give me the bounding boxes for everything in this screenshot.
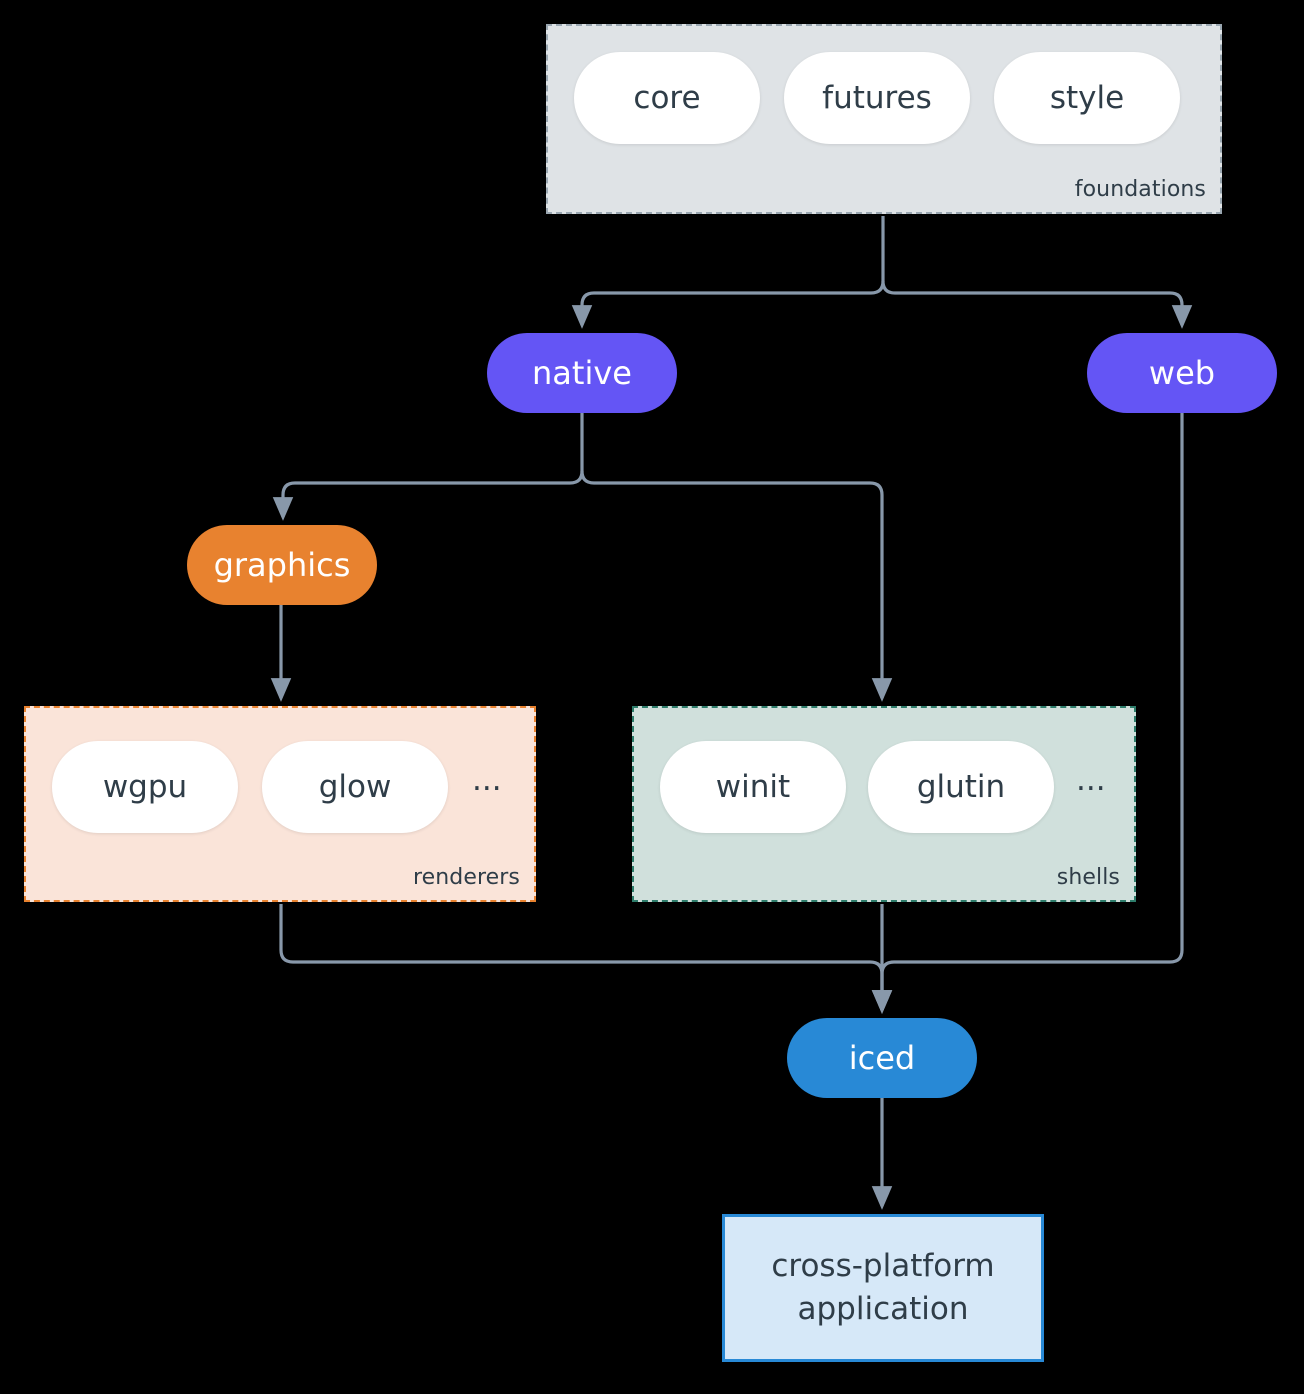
leaf-glow[interactable]: glow bbox=[262, 741, 448, 833]
leaf-winit[interactable]: winit bbox=[660, 741, 846, 833]
cluster-foundations: core futures style foundations bbox=[546, 24, 1222, 214]
leaf-core[interactable]: core bbox=[574, 52, 760, 144]
edge-native-shells bbox=[580, 470, 893, 702]
cluster-shells: winit glutin ... shells bbox=[632, 706, 1136, 902]
node-iced[interactable]: iced bbox=[787, 1018, 977, 1098]
shells-ellipsis: ... bbox=[1076, 761, 1106, 798]
renderers-member-row: wgpu glow ... bbox=[52, 734, 502, 840]
node-native[interactable]: native bbox=[487, 333, 677, 413]
node-cross-platform-application[interactable]: cross-platform application bbox=[722, 1214, 1044, 1362]
renderers-ellipsis: ... bbox=[472, 761, 502, 798]
application-label-line2: application bbox=[797, 1291, 969, 1327]
foundations-member-row: core futures style bbox=[574, 52, 1180, 144]
cluster-renderers: wgpu glow ... renderers bbox=[24, 706, 536, 902]
leaf-wgpu[interactable]: wgpu bbox=[52, 741, 238, 833]
edge-native-graphics bbox=[272, 413, 584, 521]
cluster-label-renderers: renderers bbox=[412, 865, 520, 890]
edge-foundations-native bbox=[571, 216, 885, 329]
shells-member-row: winit glutin ... bbox=[660, 734, 1106, 840]
leaf-glutin[interactable]: glutin bbox=[868, 741, 1054, 833]
application-label-line1: cross-platform bbox=[771, 1248, 995, 1285]
node-web[interactable]: web bbox=[1087, 333, 1277, 413]
edge-foundations-web bbox=[881, 280, 1193, 329]
node-graphics[interactable]: graphics bbox=[187, 525, 377, 605]
cluster-label-foundations: foundations bbox=[1074, 177, 1206, 202]
leaf-style[interactable]: style bbox=[994, 52, 1180, 144]
edge-renderers-iced bbox=[279, 904, 893, 1014]
cluster-label-shells: shells bbox=[1056, 865, 1120, 890]
leaf-futures[interactable]: futures bbox=[784, 52, 970, 144]
